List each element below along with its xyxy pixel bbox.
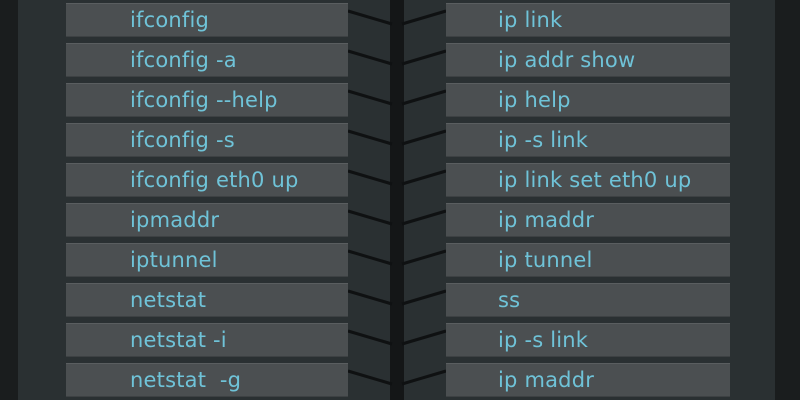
left-connector-line	[347, 209, 393, 226]
left-connector-line	[347, 129, 393, 146]
modern-command-row: ip link set eth0 up	[446, 163, 730, 197]
legacy-command-label: ifconfig --help	[130, 88, 278, 112]
right-connector-line	[401, 129, 447, 146]
modern-command-label: ip link	[498, 8, 563, 32]
legacy-command-label: ipmaddr	[130, 208, 220, 232]
legacy-command-label: netstat -g	[130, 368, 242, 392]
legacy-command-label: ifconfig -a	[130, 48, 237, 72]
modern-command-row: ip addr show	[446, 43, 730, 77]
legacy-command-row: ifconfig	[66, 3, 348, 37]
modern-command-row: ss	[446, 283, 730, 317]
right-connector-line	[401, 89, 447, 106]
modern-command-label: ss	[498, 288, 521, 312]
modern-command-label: ip -s link	[498, 328, 589, 352]
modern-command-row: ip -s link	[446, 123, 730, 157]
legacy-command-row: ifconfig --help	[66, 83, 348, 117]
modern-command-label: ip -s link	[498, 128, 589, 152]
left-connector-line	[347, 289, 393, 306]
modern-command-row: ip maddr	[446, 203, 730, 237]
legacy-command-row: ifconfig -a	[66, 43, 348, 77]
legacy-command-row: netstat	[66, 283, 348, 317]
right-connector-line	[401, 289, 447, 306]
modern-command-label: ip maddr	[498, 208, 595, 232]
legacy-command-label: netstat -i	[130, 328, 227, 352]
modern-command-label: ip tunnel	[498, 248, 593, 272]
legacy-command-label: ifconfig eth0 up	[130, 168, 299, 192]
modern-command-label: ip maddr	[498, 368, 595, 392]
legacy-command-row: ifconfig eth0 up	[66, 163, 348, 197]
modern-command-row: ip maddr	[446, 363, 730, 397]
left-connector-line	[347, 169, 393, 186]
modern-command-row: ip help	[446, 83, 730, 117]
right-connector-line	[401, 369, 447, 386]
right-connector-line	[401, 209, 447, 226]
legacy-command-row: iptunnel	[66, 243, 348, 277]
right-connector-line	[401, 249, 447, 266]
legacy-command-row: ifconfig -s	[66, 123, 348, 157]
right-connector-line	[401, 9, 447, 26]
legacy-command-row: netstat -i	[66, 323, 348, 357]
left-connector-line	[347, 9, 393, 26]
legacy-command-row: ipmaddr	[66, 203, 348, 237]
right-connector-line	[401, 49, 447, 66]
modern-command-label: ip help	[498, 88, 571, 112]
left-connector-line	[347, 249, 393, 266]
left-connector-line	[347, 369, 393, 386]
modern-command-row: ip -s link	[446, 323, 730, 357]
left-connector-line	[347, 49, 393, 66]
modern-command-row: ip tunnel	[446, 243, 730, 277]
modern-command-label: ip link set eth0 up	[498, 168, 692, 192]
modern-command-row: ip link	[446, 3, 730, 37]
modern-command-label: ip addr show	[498, 48, 636, 72]
legacy-command-label: iptunnel	[130, 248, 218, 272]
legacy-command-row: netstat -g	[66, 363, 348, 397]
left-connector-line	[347, 329, 393, 346]
legacy-command-label: ifconfig -s	[130, 128, 235, 152]
center-spine	[390, 0, 404, 400]
legacy-command-label: netstat	[130, 288, 207, 312]
legacy-command-label: ifconfig	[130, 8, 210, 32]
right-connector-line	[401, 169, 447, 186]
left-connector-line	[347, 89, 393, 106]
right-connector-line	[401, 329, 447, 346]
